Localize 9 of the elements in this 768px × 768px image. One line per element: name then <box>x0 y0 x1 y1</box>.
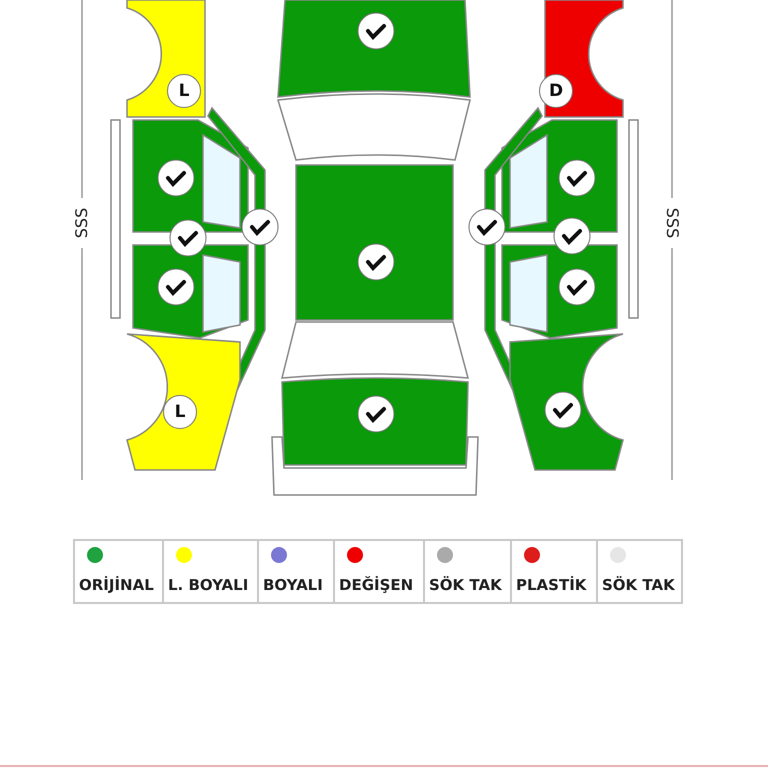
legend-label: L. BOYALI <box>168 576 248 594</box>
side-label: SSS <box>73 208 91 238</box>
legend-label: SÖK TAK <box>429 576 502 594</box>
legend-label: PLASTİK <box>516 576 586 594</box>
legend-label: DEĞİŞEN <box>339 576 414 594</box>
legend-label: BOYALI <box>263 576 323 594</box>
side-label: SSS <box>663 208 681 238</box>
legend-label: ORİJİNAL <box>79 576 154 594</box>
legend-label: SÖK TAK <box>602 576 675 594</box>
